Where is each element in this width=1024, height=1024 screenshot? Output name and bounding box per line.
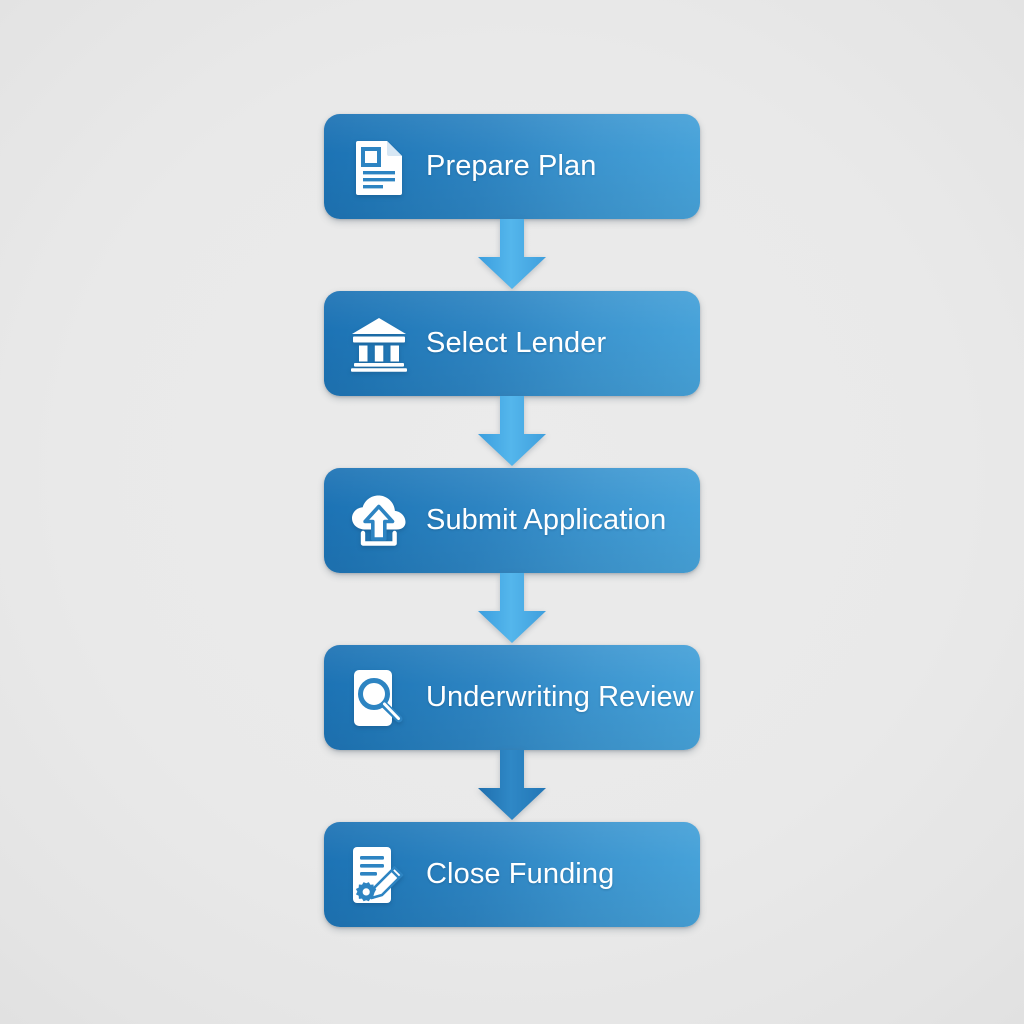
document-magnifier-icon bbox=[350, 667, 408, 729]
bank-building-icon bbox=[350, 313, 408, 375]
flow-step-label: Close Funding bbox=[426, 858, 615, 890]
cloud-upload-icon bbox=[350, 490, 408, 552]
flow-step-select-lender[interactable]: Select Lender bbox=[324, 291, 700, 396]
flow-step-label: Select Lender bbox=[426, 327, 607, 359]
arrow-down-icon bbox=[478, 396, 546, 466]
flow-step-prepare-plan[interactable]: Prepare Plan bbox=[324, 114, 700, 219]
arrow-down-icon bbox=[478, 750, 546, 820]
flow-step-close-funding[interactable]: Close Funding bbox=[324, 822, 700, 927]
flow-step-label: Submit Application bbox=[426, 504, 667, 536]
flow-step-list: Prepare Plan bbox=[324, 114, 700, 927]
contract-signature-icon bbox=[350, 844, 408, 906]
flow-step-label: Underwriting Review bbox=[426, 681, 694, 713]
flow-connector-4 bbox=[324, 750, 700, 822]
arrow-down-icon bbox=[478, 219, 546, 289]
flow-connector-3 bbox=[324, 573, 700, 645]
document-lines-icon bbox=[350, 136, 408, 198]
flow-step-underwriting-review[interactable]: Underwriting Review bbox=[324, 645, 700, 750]
flow-connector-1 bbox=[324, 219, 700, 291]
arrow-down-icon bbox=[478, 573, 546, 643]
flow-step-label: Prepare Plan bbox=[426, 150, 597, 182]
flow-step-submit-application[interactable]: Submit Application bbox=[324, 468, 700, 573]
flow-connector-2 bbox=[324, 396, 700, 468]
